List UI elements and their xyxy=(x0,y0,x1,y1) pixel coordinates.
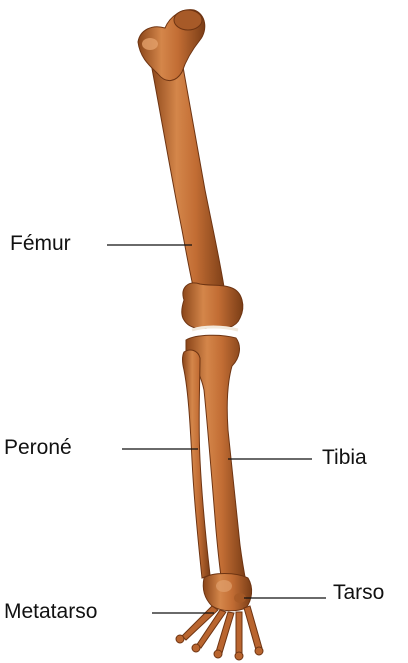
tarso-label: Tarso xyxy=(333,582,384,603)
femur-bone xyxy=(138,10,243,329)
metatarsus-bones xyxy=(176,606,263,660)
tibia-label: Tibia xyxy=(322,447,367,468)
metatarso-label: Metatarso xyxy=(4,601,97,622)
tarsus-bones xyxy=(203,574,251,611)
femur-label: Fémur xyxy=(10,233,71,254)
knee-joint xyxy=(192,327,238,330)
perone-label: Peroné xyxy=(4,437,72,458)
